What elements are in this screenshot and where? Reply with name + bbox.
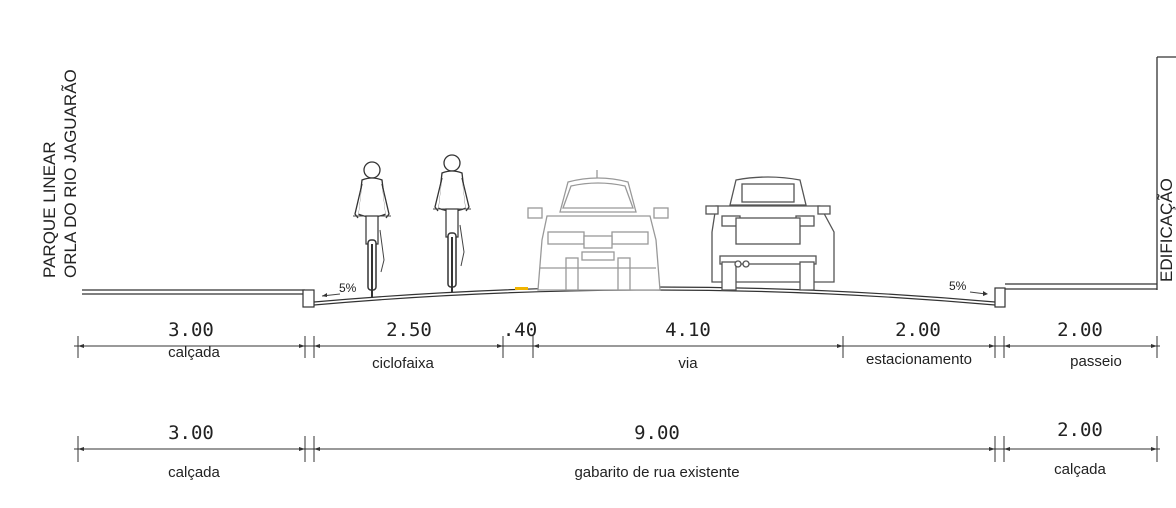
dim-value-ciclofaixa: 2.50 xyxy=(386,319,432,341)
building-wall xyxy=(1156,56,1176,290)
slope-right: 5% xyxy=(949,279,988,296)
dim-value-passeio: 2.00 xyxy=(1057,319,1103,341)
left-side-label-line2: ORLA DO RIO JAGUARÃO xyxy=(61,69,80,278)
existing-label-street: gabarito de rua existente xyxy=(574,464,739,481)
dim-label-estacionamento: estacionamento xyxy=(866,351,972,368)
existing-value-street: 9.00 xyxy=(634,422,680,444)
dim-value-separator: .40 xyxy=(503,319,537,341)
cyclist-1-icon xyxy=(353,161,391,298)
existing-value-calcada-right: 2.00 xyxy=(1057,419,1103,441)
slope-left: 5% xyxy=(321,281,357,297)
dim-value-estacionamento: 2.00 xyxy=(895,319,941,341)
svg-text:5%: 5% xyxy=(949,279,967,293)
dim-label-ciclofaixa: ciclofaixa xyxy=(372,355,434,372)
dim-value-via: 4.10 xyxy=(665,319,711,341)
existing-label-calcada-right: calçada xyxy=(1054,461,1106,478)
svg-text:5%: 5% xyxy=(339,281,357,295)
dim-label-calcada: calçada xyxy=(168,344,220,361)
right-curb xyxy=(994,287,1006,308)
existing-value-calcada-left: 3.00 xyxy=(168,422,214,444)
car-rear-icon xyxy=(705,176,835,291)
car-front-icon xyxy=(527,170,669,291)
left-side-label-line1: PARQUE LINEAR xyxy=(40,141,59,278)
dimension-row-proposed: 3.00 calçada 2.50 ciclofaixa .40 4.10 vi… xyxy=(74,319,1160,372)
right-side-label: EDIFICAÇÃO xyxy=(1157,178,1176,282)
left-curb xyxy=(302,289,315,308)
dim-label-via: via xyxy=(678,355,698,372)
lane-marker xyxy=(515,287,528,290)
dim-value-calcada: 3.00 xyxy=(168,319,214,341)
dim-label-passeio: passeio xyxy=(1070,353,1122,370)
cyclist-2-icon xyxy=(433,154,471,292)
existing-label-calcada-left: calçada xyxy=(168,464,220,481)
dimension-row-existing: 3.00 calçada 9.00 gabarito de rua existe… xyxy=(74,419,1160,481)
